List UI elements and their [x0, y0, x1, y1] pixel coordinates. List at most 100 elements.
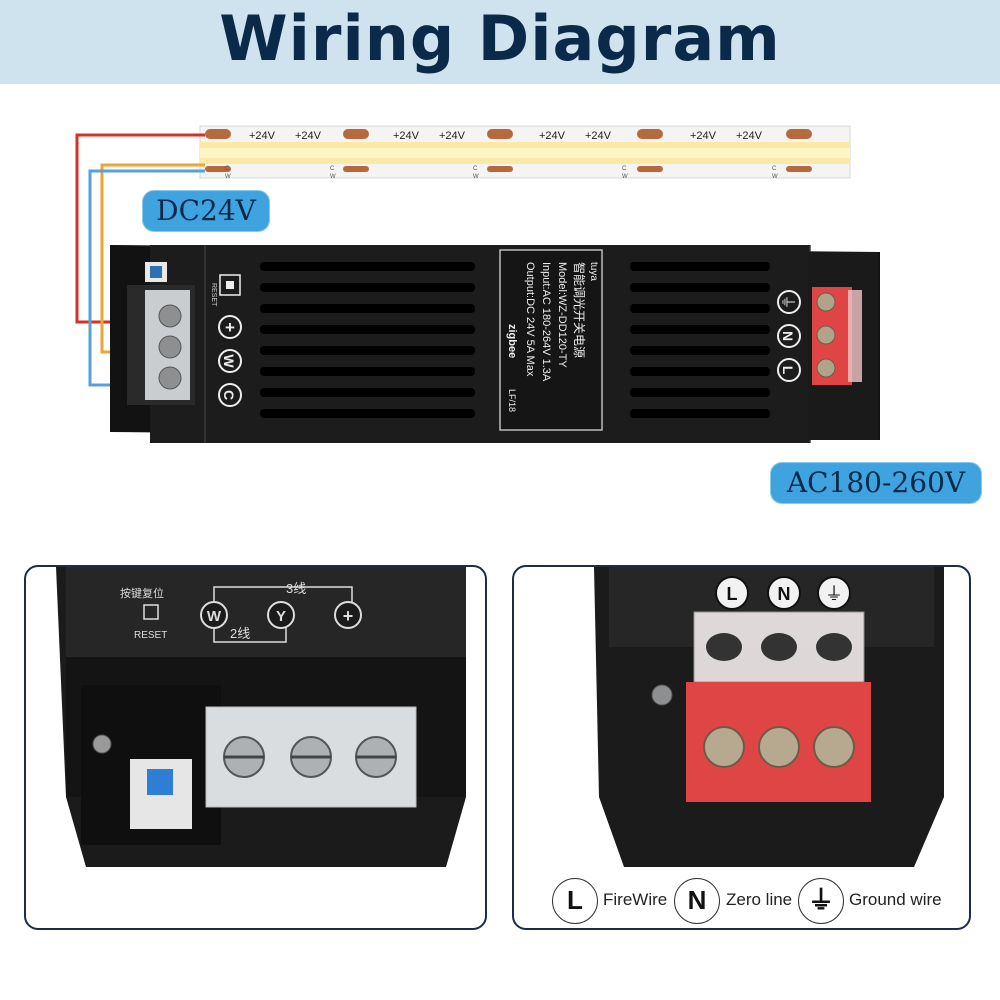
ac-ground-symbol [777, 290, 801, 314]
reset-button[interactable] [150, 266, 162, 278]
strip-solder-pad [487, 129, 513, 139]
vent-slot [260, 367, 475, 376]
vent-slot [630, 262, 770, 271]
vent-slot [260, 388, 475, 397]
dc-c-label: C [221, 390, 237, 400]
cover-hole [706, 633, 742, 661]
detail-n-label: N [778, 584, 791, 604]
detail-l-label: L [727, 584, 738, 604]
dc-plus-symbol [218, 315, 242, 339]
detail-pcb-screw [92, 734, 112, 754]
psu-zigbee: zigbee [506, 324, 518, 358]
strip-solder-pad [205, 129, 231, 139]
psu-reset-label: RESET [210, 283, 217, 307]
strip-solder-pad [343, 166, 369, 172]
two-wire-bracket [213, 620, 287, 643]
vent-slot [260, 409, 475, 418]
two-wire-label: 2线 [230, 626, 250, 641]
psu-label-line: Model:WZ-DD120-TY [556, 262, 568, 368]
detail-dc-canvas: 按键复位 RESET 3线 2线 W Y + [56, 567, 466, 867]
detail-ground-label: ⏚ [825, 584, 843, 604]
psu-tuya: tuya [588, 262, 599, 281]
vent-slot [260, 262, 475, 271]
legend-ground-icon: ⏚ [798, 878, 844, 924]
ac-screw [816, 292, 836, 312]
psu-label-text: 智能调光开关电源 Model:WZ-DD120-TY Input:AC 180-… [506, 262, 599, 412]
ac-n-label: N [780, 331, 796, 341]
strip-plus-label: +24V [585, 130, 612, 142]
strip-plus-label: +24V [295, 130, 322, 142]
strip-cob-glow [200, 148, 850, 158]
strip-pads [205, 129, 812, 172]
strip-plus-label: +24V [690, 130, 717, 142]
screw-cool [158, 366, 182, 390]
vent-slot [630, 409, 770, 418]
strip-solder-pad [487, 166, 513, 172]
vent-slot [630, 283, 770, 292]
ac-ground-label: ⏚ [779, 294, 796, 309]
detail-ground-symbol [817, 576, 851, 610]
ac-terminal-cover [848, 290, 862, 382]
page-title: Wiring Diagram [219, 2, 781, 75]
detail-panel-dc: 按键复位 RESET 3线 2线 W Y + [24, 565, 487, 930]
detail-panel-ac: L N ⏚ [512, 565, 971, 930]
strip-solder-pad [205, 166, 231, 172]
legend-n-text: Zero line [726, 890, 793, 909]
ac-screw [816, 358, 836, 378]
vent-slot [260, 304, 475, 313]
vent-slot [630, 367, 770, 376]
detail-y-label: Y [276, 608, 286, 625]
strip-plus-label: +24V [249, 130, 276, 142]
vent-slot [260, 325, 475, 334]
strip-plus-label: +24V [439, 130, 466, 142]
detail-l-symbol [715, 576, 749, 610]
psu-label-line: Input:AC 180-264V 1.3A [540, 262, 552, 382]
vent-slot [260, 346, 475, 355]
strip-plus-labels: +24V+24V+24V+24V+24V+24V+24V+24V [249, 130, 763, 142]
detail-w-symbol [200, 601, 228, 629]
vent-slot [630, 304, 770, 313]
strip-cw-label: C [473, 166, 478, 172]
ac-n-symbol [777, 324, 801, 348]
dc-plus-label: + [225, 318, 235, 337]
detail-ac-canvas: L N ⏚ [594, 567, 944, 867]
detail-reset-cn: 按键复位 [120, 586, 164, 600]
detail-ac-screw [703, 726, 745, 768]
strip-plus-label: +24V [393, 130, 420, 142]
legend-l-icon: L [552, 878, 598, 924]
three-wire-label: 3线 [286, 581, 306, 596]
strip-cw-label: C [772, 166, 777, 172]
strip-cw-label: W [330, 174, 336, 180]
legend: L FireWire N Zero line ⏚ Ground wire [552, 878, 972, 928]
detail-ac-screw [758, 726, 800, 768]
detail-ac-screw [813, 726, 855, 768]
detail-dc-top [66, 567, 466, 657]
reset-symbol [219, 274, 241, 296]
cover-hole [761, 633, 797, 661]
strip-plus-label: +24V [736, 130, 763, 142]
legend-l-text: FireWire [603, 890, 668, 909]
strip-cw-label: W [225, 174, 231, 180]
detail-reset-button[interactable] [147, 769, 173, 795]
cover-hole [816, 633, 852, 661]
dc-c-symbol [218, 383, 242, 407]
strip-cw-label: C [330, 166, 335, 172]
ac-screw [816, 325, 836, 345]
ac-voltage-label: AC180-260V [770, 462, 982, 504]
strip-solder-pad [637, 166, 663, 172]
psu-label-plate [499, 249, 603, 431]
legend-ground-text: Ground wire [849, 890, 942, 909]
power-supply: RESET + W C 智能调光开关电源 Model:WZ-DD120-TY I… [110, 245, 880, 443]
strip-cw-label: W [622, 174, 628, 180]
strip-cw-label: C [225, 166, 230, 172]
detail-y-symbol [267, 601, 295, 629]
psu-label-line: 智能调光开关电源 [572, 262, 587, 358]
vent-slot [630, 388, 770, 397]
dc-w-label: W [221, 354, 237, 368]
strip-solder-pad [343, 129, 369, 139]
detail-plus-label: + [343, 606, 354, 626]
strip-solder-pad [637, 129, 663, 139]
three-wire-bracket [213, 586, 353, 612]
